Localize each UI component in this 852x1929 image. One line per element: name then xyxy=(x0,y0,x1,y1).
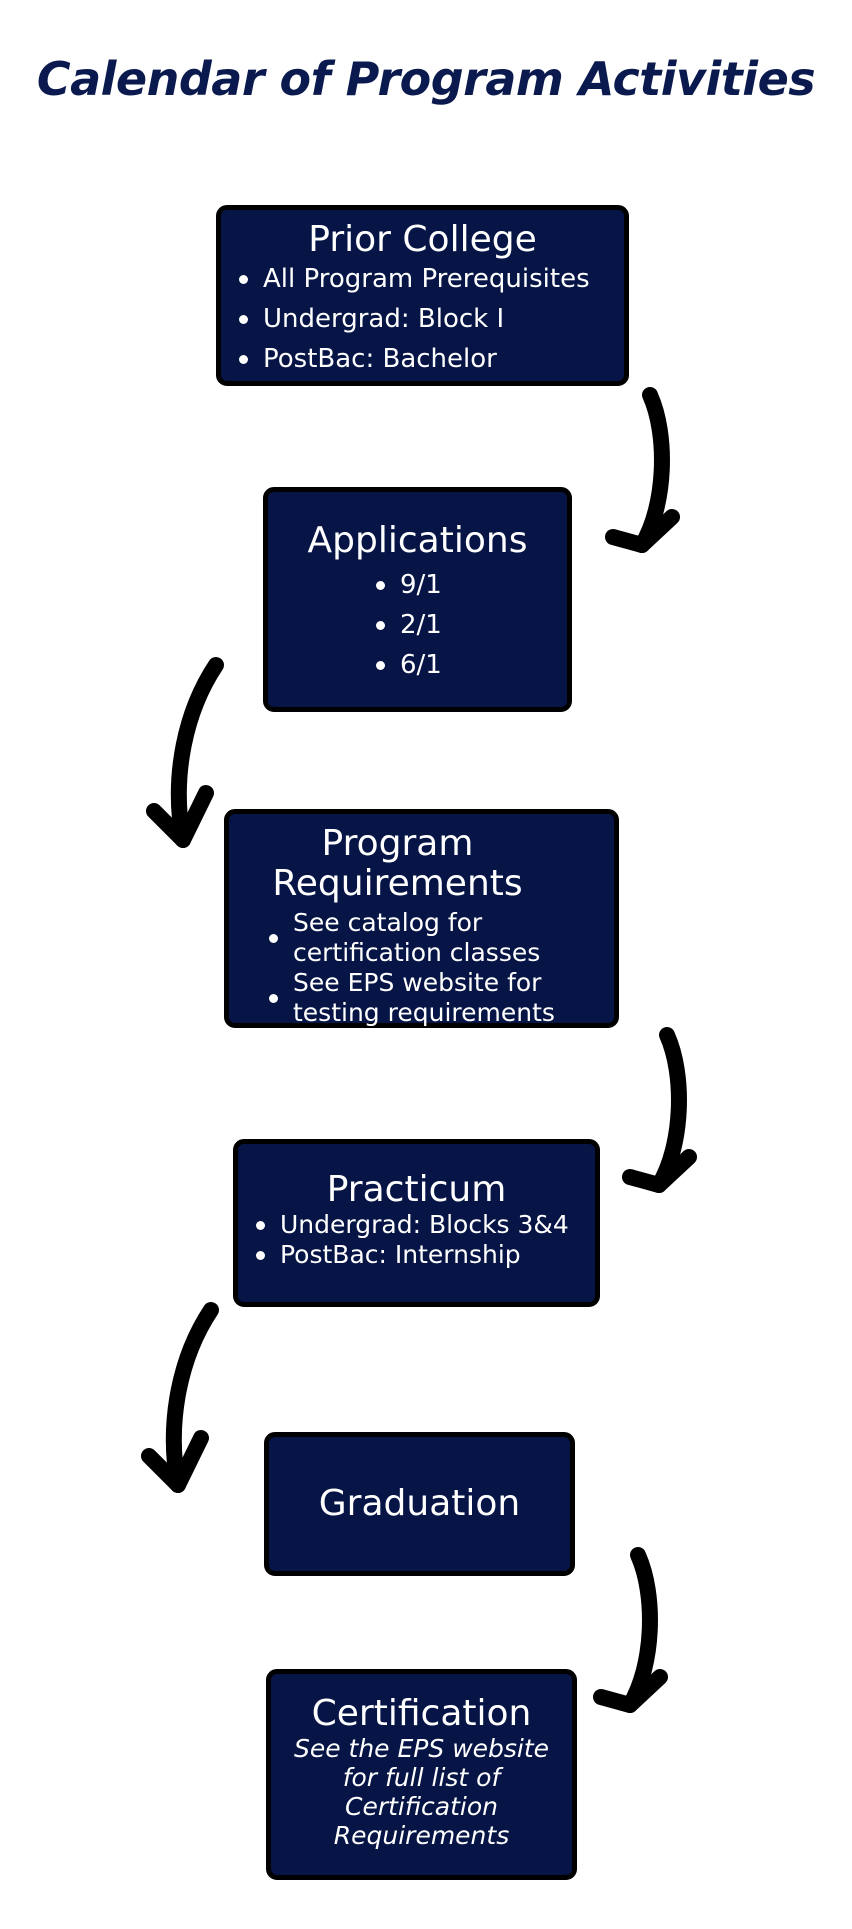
list-item: All Program Prerequisites xyxy=(235,259,624,299)
step-title: Applications xyxy=(307,520,528,561)
list-item: PostBac: Bachelor xyxy=(235,339,624,379)
step-prior-college: Prior College All Program Prerequisites … xyxy=(216,205,629,386)
step-title-line: Requirements xyxy=(272,863,523,904)
curved-arrow-icon xyxy=(613,395,672,545)
step-note: See the EPS website for full list of Cer… xyxy=(271,1734,572,1850)
list-item-line: certification classes xyxy=(293,938,541,967)
step-title: Graduation xyxy=(318,1483,521,1524)
list-item: Undergrad: Blocks 3&4 xyxy=(252,1210,595,1240)
step-title-line: Program xyxy=(321,823,474,864)
step-certification: Certification See the EPS website for fu… xyxy=(266,1669,577,1880)
list-item: See catalog for certification classes xyxy=(265,908,614,968)
list-item: 2/1 xyxy=(372,605,567,645)
list-item-line: testing requirements xyxy=(293,998,555,1027)
list-item: See EPS website for testing requirements xyxy=(265,968,614,1028)
curved-arrow-icon xyxy=(154,665,216,840)
note-line: Certification xyxy=(345,1792,498,1821)
list-item: 6/1 xyxy=(372,645,567,685)
list-item: Undergrad: Block I xyxy=(235,299,624,339)
step-list: Undergrad: Blocks 3&4 PostBac: Internshi… xyxy=(252,1210,595,1270)
list-item: PostBac: Internship xyxy=(252,1240,595,1270)
curved-arrow-icon xyxy=(149,1310,211,1485)
list-item-line: See catalog for xyxy=(293,908,483,937)
curved-arrow-icon xyxy=(601,1555,660,1705)
step-list: 9/1 2/1 6/1 xyxy=(372,565,567,685)
step-title: Practicum xyxy=(326,1169,507,1210)
note-line: Requirements xyxy=(333,1821,510,1850)
step-list: See catalog for certification classes Se… xyxy=(265,908,614,1028)
curved-arrow-icon xyxy=(630,1035,689,1185)
note-line: See the EPS website xyxy=(293,1734,550,1763)
page-title: Calendar of Program Activities xyxy=(36,52,816,106)
step-practicum: Practicum Undergrad: Blocks 3&4 PostBac:… xyxy=(233,1139,600,1307)
list-item-line: See EPS website for xyxy=(293,968,542,997)
step-program-requirements: Program Requirements See catalog for cer… xyxy=(224,809,619,1028)
step-graduation: Graduation xyxy=(264,1432,575,1576)
step-applications: Applications 9/1 2/1 6/1 xyxy=(263,487,572,712)
step-title: Prior College xyxy=(308,219,537,260)
note-line: for full list of xyxy=(342,1763,501,1792)
step-list: All Program Prerequisites Undergrad: Blo… xyxy=(235,259,624,379)
step-title: Certification xyxy=(311,1693,532,1734)
list-item: 9/1 xyxy=(372,565,567,605)
